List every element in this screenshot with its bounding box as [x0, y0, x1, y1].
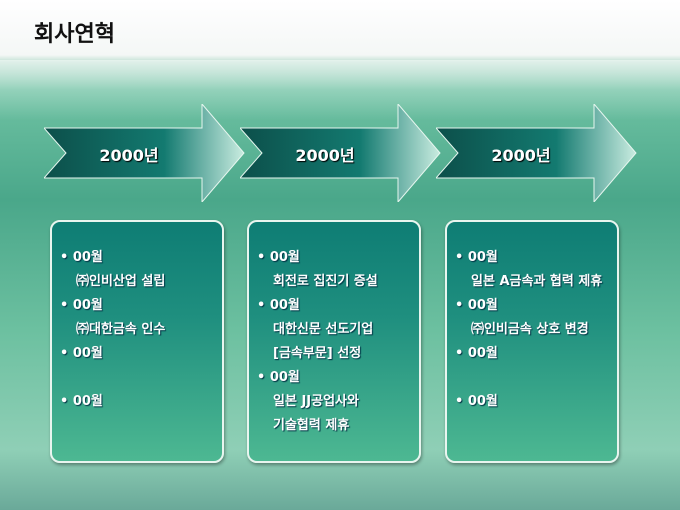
timeline-box: • 00월 ㈜인비산업 설립 • 00월 ㈜대한금속 인수 • 00월 • 00월 [50, 220, 224, 463]
month-bullet: • 00월 [257, 298, 300, 313]
month-bullet: • 00월 [60, 394, 103, 409]
timeline-arrow: 2000년 [42, 102, 246, 204]
event-description: ㈜인비금속 상호 변경 [471, 322, 589, 337]
event-description: 일본 JJ공업사와 [273, 394, 359, 409]
month-bullet: • 00월 [455, 394, 498, 409]
event-description: 대한신문 선도기업 [273, 322, 374, 337]
event-description: 기술협력 제휴 [273, 418, 350, 433]
month-bullet: • 00월 [60, 298, 103, 313]
event-description: [금속부문] 선정 [273, 346, 362, 361]
event-description: 회전로 집진기 증설 [273, 274, 378, 289]
year-label: 2000년 [295, 146, 355, 165]
event-description: ㈜대한금속 인수 [76, 322, 166, 337]
timeline-arrow: 2000년 [238, 102, 442, 204]
year-label: 2000년 [491, 146, 551, 165]
header-band [0, 60, 680, 120]
page-title: 회사연혁 [34, 22, 115, 47]
month-bullet: • 00월 [60, 346, 103, 361]
event-description [455, 366, 617, 390]
month-bullet: • 00월 [455, 346, 498, 361]
month-bullet: • 00월 [60, 250, 103, 265]
month-bullet: • 00월 [455, 250, 498, 265]
event-description: ㈜인비산업 설립 [76, 274, 166, 289]
month-bullet: • 00월 [257, 250, 300, 265]
month-bullet: • 00월 [455, 298, 498, 313]
timeline-arrow: 2000년 [434, 102, 638, 204]
event-description [60, 366, 222, 390]
event-description: 일본 A금속과 협력 제휴 [471, 274, 603, 289]
month-bullet: • 00월 [257, 370, 300, 385]
year-label: 2000년 [99, 146, 159, 165]
